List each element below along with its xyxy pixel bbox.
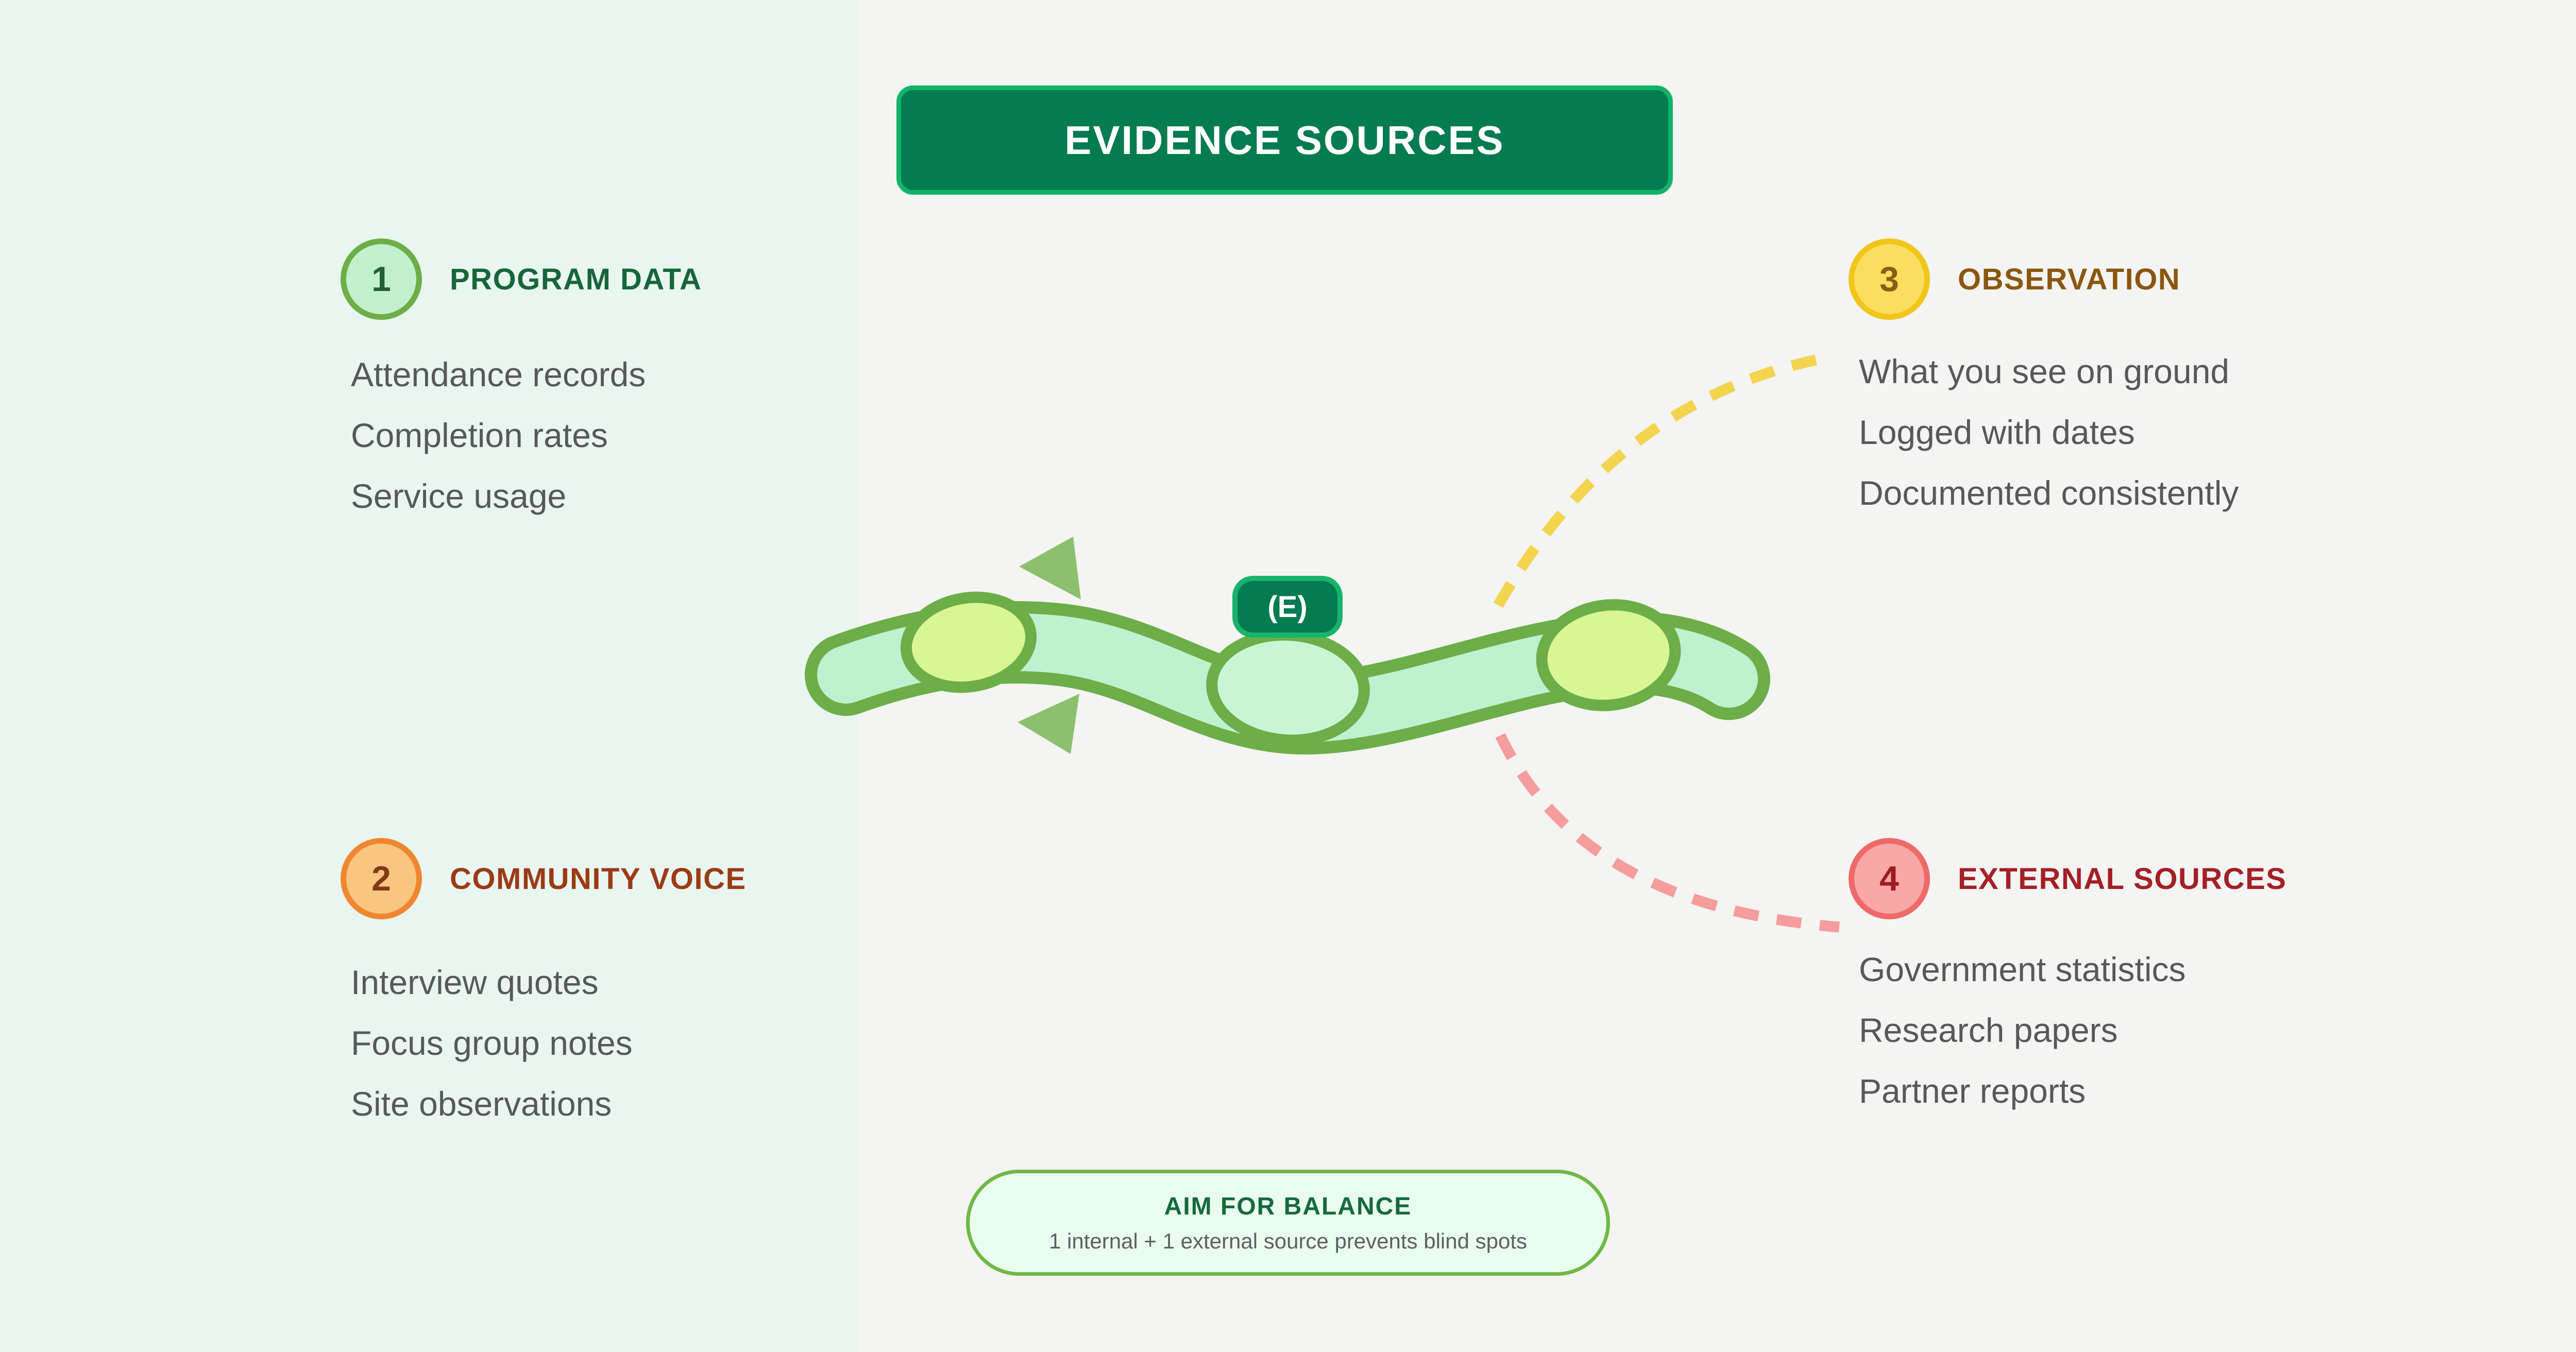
evidence-badge-label: (E) bbox=[1267, 590, 1308, 624]
section-observation-header: 3 OBSERVATION bbox=[1849, 238, 2239, 320]
section-program-data: 1 PROGRAM DATA Attendance records Comple… bbox=[341, 238, 702, 526]
section-title-program-data: PROGRAM DATA bbox=[450, 262, 702, 296]
section-number-badge-1: 1 bbox=[341, 238, 422, 320]
list-item: Partner reports bbox=[1859, 1072, 2086, 1110]
left-arrow-triangle-top-icon bbox=[1019, 537, 1081, 600]
connector-dashed-yellow bbox=[1493, 351, 1832, 608]
list-item: Interview quotes bbox=[351, 963, 599, 1001]
list-item: Research papers bbox=[1859, 1011, 2118, 1049]
section-number-badge-4: 4 bbox=[1849, 838, 1930, 919]
balance-callout: AIM FOR BALANCE 1 internal + 1 external … bbox=[966, 1170, 1610, 1276]
section-number-badge-2: 2 bbox=[341, 838, 422, 919]
left-arrow-triangle-bottom-icon bbox=[1018, 694, 1079, 754]
balance-callout-title: AIM FOR BALANCE bbox=[1164, 1192, 1412, 1220]
list-item: Government statistics bbox=[1859, 950, 2186, 988]
left-background-panel bbox=[0, 0, 858, 1352]
section-external-sources-items: Government statistics Research papers Pa… bbox=[1859, 939, 2286, 1121]
list-item: Focus group notes bbox=[351, 1024, 633, 1062]
section-external-sources-header: 4 EXTERNAL SOURCES bbox=[1849, 838, 2286, 919]
section-observation-items: What you see on ground Logged with dates… bbox=[1859, 341, 2239, 523]
section-title-community-voice: COMMUNITY VOICE bbox=[450, 862, 747, 896]
connector-dashed-pink bbox=[1495, 733, 1840, 933]
section-number-badge-3: 3 bbox=[1849, 238, 1930, 320]
list-item: Service usage bbox=[351, 477, 567, 515]
list-item: Documented consistently bbox=[1859, 474, 2239, 512]
section-observation: 3 OBSERVATION What you see on ground Log… bbox=[1849, 238, 2239, 523]
section-program-data-header: 1 PROGRAM DATA bbox=[341, 238, 702, 320]
evidence-badge: (E) bbox=[1232, 576, 1343, 638]
list-item: What you see on ground bbox=[1859, 352, 2230, 390]
list-item: Site observations bbox=[351, 1085, 612, 1123]
page-title: EVIDENCE SOURCES bbox=[1064, 117, 1505, 163]
section-title-external-sources: EXTERNAL SOURCES bbox=[1958, 862, 2287, 896]
section-community-voice-header: 2 COMMUNITY VOICE bbox=[341, 838, 747, 919]
title-banner: EVIDENCE SOURCES bbox=[896, 85, 1673, 195]
section-community-voice: 2 COMMUNITY VOICE Interview quotes Focus… bbox=[341, 838, 747, 1134]
list-item: Logged with dates bbox=[1859, 413, 2135, 451]
section-program-data-items: Attendance records Completion rates Serv… bbox=[351, 344, 702, 526]
section-external-sources: 4 EXTERNAL SOURCES Government statistics… bbox=[1849, 838, 2286, 1121]
section-community-voice-items: Interview quotes Focus group notes Site … bbox=[351, 952, 747, 1134]
leaf-node-left bbox=[900, 591, 1037, 693]
leaf-node-middle bbox=[1206, 629, 1370, 746]
list-item: Attendance records bbox=[351, 355, 646, 393]
section-title-observation: OBSERVATION bbox=[1958, 262, 2181, 296]
leaf-node-right bbox=[1536, 599, 1681, 711]
list-item: Completion rates bbox=[351, 416, 608, 454]
balance-callout-subtitle: 1 internal + 1 external source prevents … bbox=[1048, 1228, 1528, 1253]
